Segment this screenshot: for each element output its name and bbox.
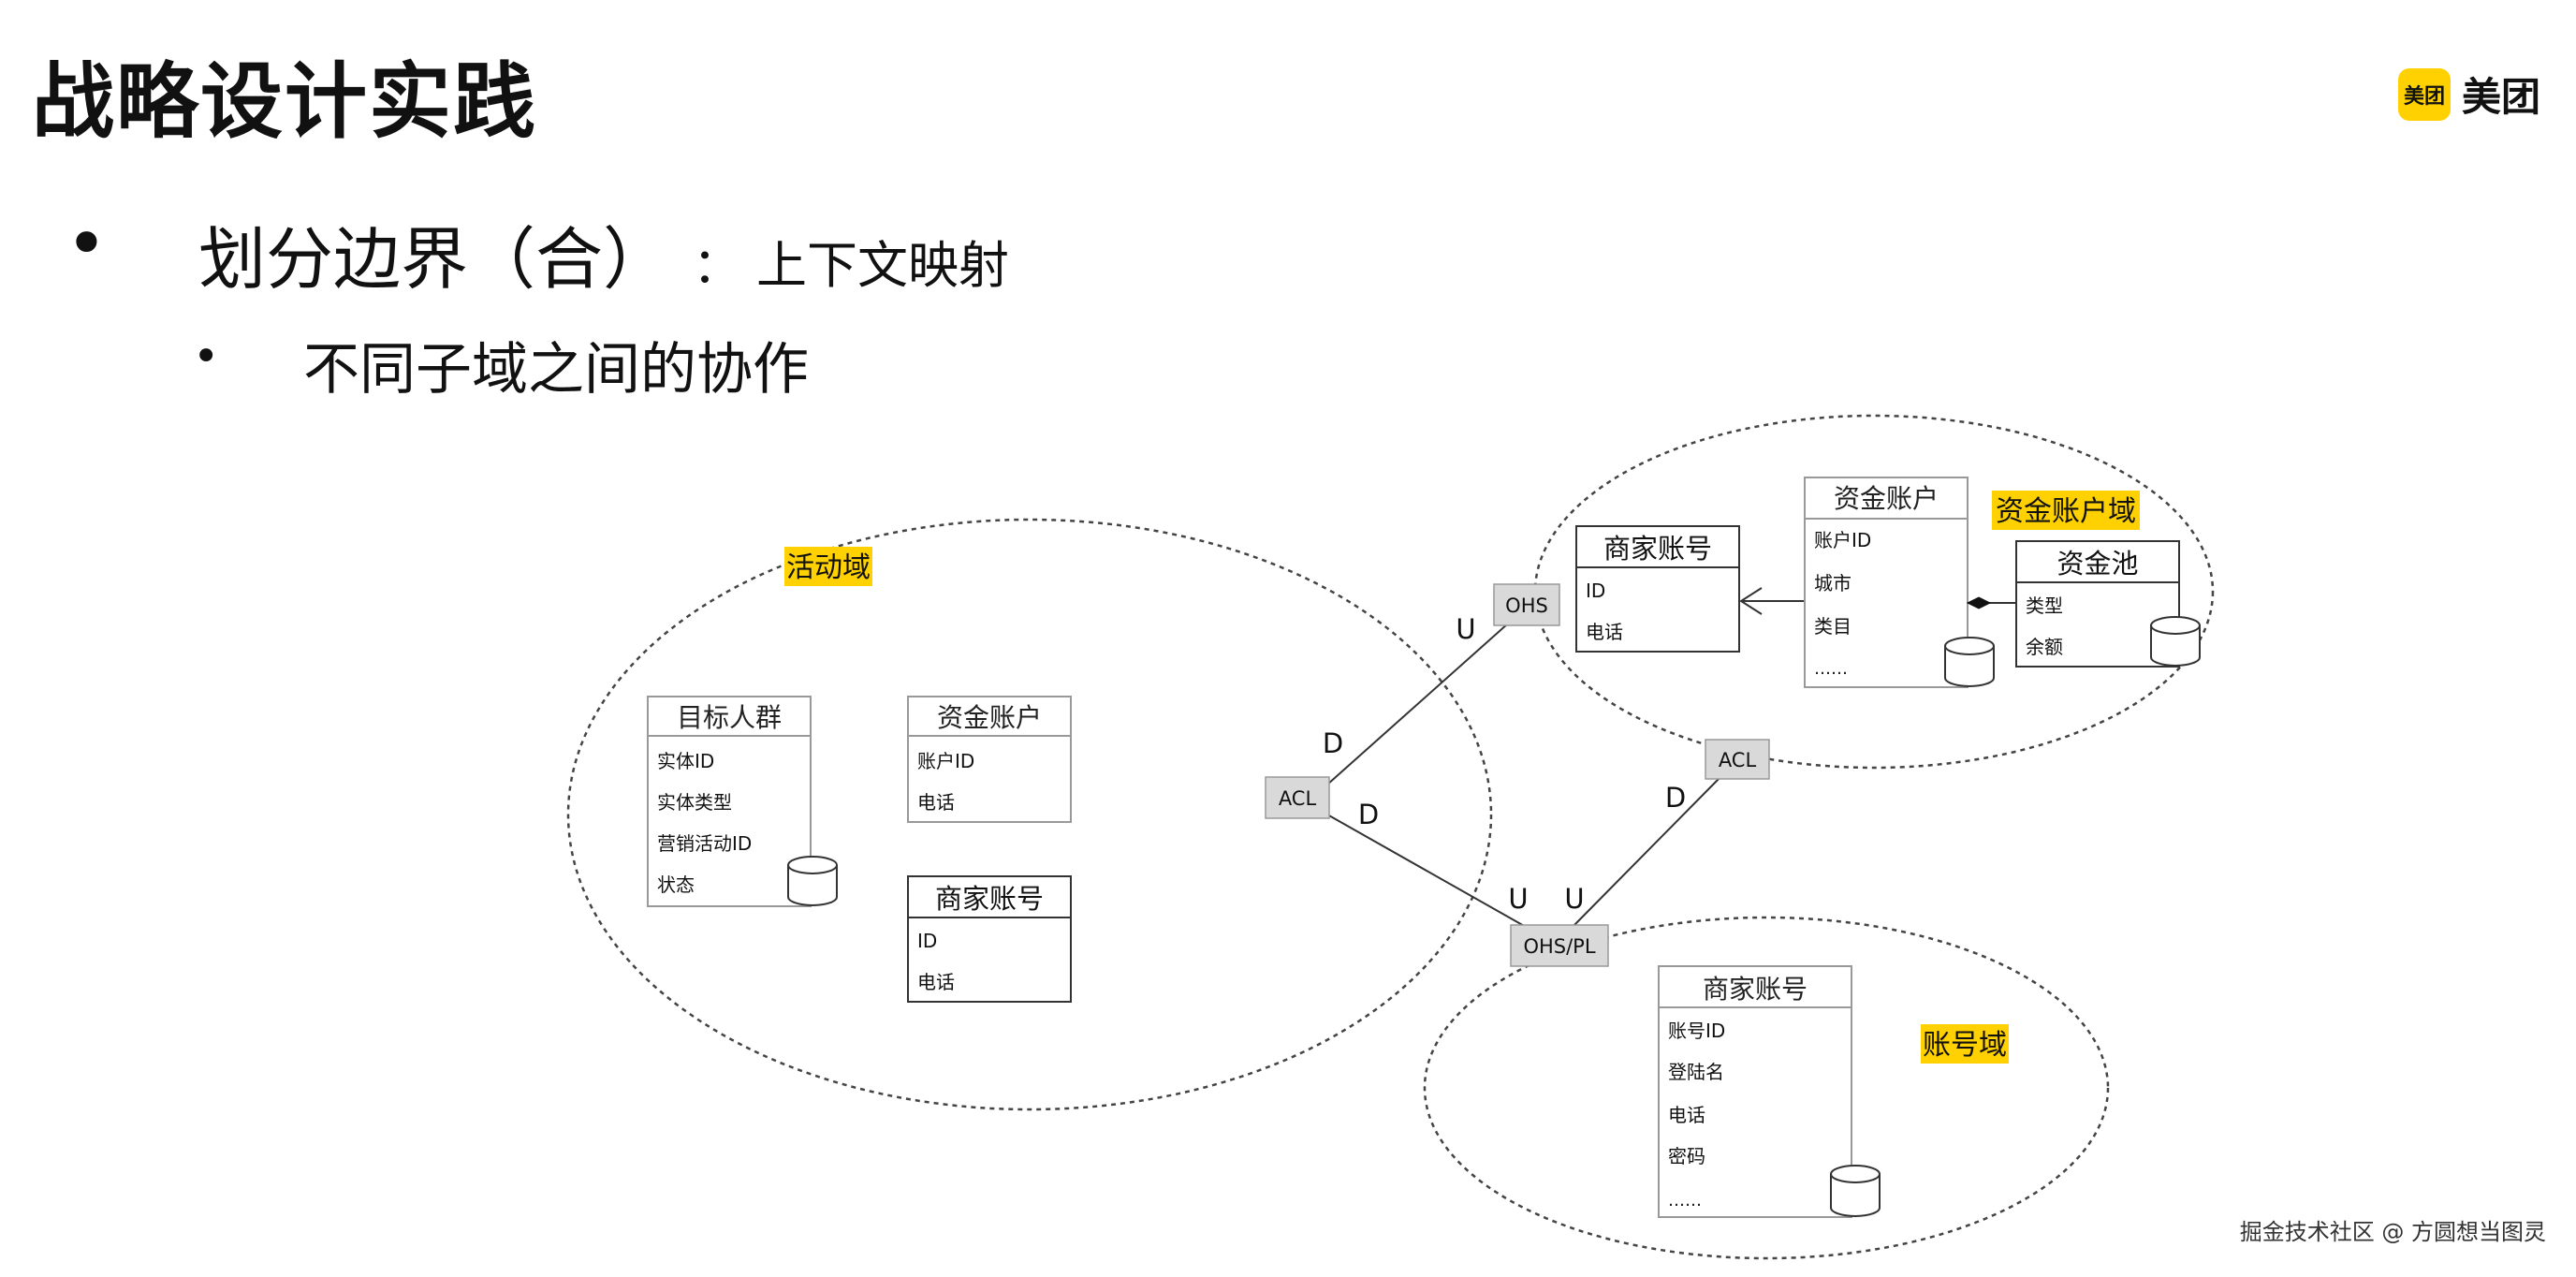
ohs-pl-box: OHS/PL <box>1510 924 1609 967</box>
ohspl-to-acl-right-line <box>1572 776 1721 928</box>
entity-title: 资金池 <box>2056 548 2138 580</box>
entity-title: 商家账号 <box>1603 533 1712 565</box>
entity-field: 类目 <box>1814 615 1852 638</box>
bullet-2: 不同子域之间的协作 <box>303 337 809 403</box>
act-fund-account-entity: 资金账户 账户ID 电话 <box>907 696 1072 823</box>
brand-logo: 美团 美团 <box>2398 66 2540 123</box>
activity-domain-label: 活动域 <box>786 551 871 584</box>
entity-field: …… <box>1814 659 1848 679</box>
acl-right-box: ACL <box>1705 739 1770 780</box>
ohs-pl-label: OHS/PL <box>1523 935 1595 958</box>
entity-field: ID <box>1586 580 1605 602</box>
bullet-1-separator: ： <box>693 239 742 295</box>
account-domain-highlight <box>1921 1024 2009 1064</box>
fund-account-domain-label: 资金账户域 <box>1996 495 2136 528</box>
entity-title: 资金账户 <box>1834 483 1939 514</box>
database-icon <box>1830 1165 1881 1217</box>
entity-title: 商家账号 <box>1703 974 1808 1005</box>
entity-field: 类型 <box>2026 594 2063 617</box>
acl-to-ohspl-line <box>1326 814 1527 928</box>
bullet-1: 划分边界（合） ： 上下文映射 <box>198 204 1009 302</box>
upstream-label: U <box>1508 883 1528 915</box>
fa-merchant-account-entity: 商家账号 ID 电话 <box>1575 525 1740 653</box>
acl-left-box: ACL <box>1265 776 1330 819</box>
entity-field: 密码 <box>1668 1145 1705 1167</box>
account-domain-label: 账号域 <box>1923 1029 2007 1062</box>
entity-field: 电话 <box>1586 621 1623 643</box>
association-arrow <box>1739 587 1805 615</box>
entity-title: 目标人群 <box>677 702 782 733</box>
act-merchant-account-entity: 商家账号 ID 电话 <box>907 875 1072 1003</box>
entity-field: 实体ID <box>657 750 714 772</box>
entity-field: ID <box>917 930 937 952</box>
acc-merchant-account-entity: 商家账号 账号ID 登陆名 电话 密码 …… <box>1658 965 1881 1218</box>
entity-field: 电话 <box>917 971 955 993</box>
entity-field: 账号ID <box>1668 1020 1725 1042</box>
entity-field: 状态 <box>657 873 695 896</box>
bullet-1-sub: 上下文映射 <box>756 236 1010 295</box>
watermark: 掘金技术社区 @ 方圆想当图灵 <box>2239 1219 2546 1245</box>
activity-domain-highlight <box>784 547 872 586</box>
acl-to-ohs-line <box>1326 615 1517 785</box>
entity-field: 账户ID <box>1814 529 1871 551</box>
downstream-label: D <box>1665 782 1686 814</box>
database-icon <box>2150 616 2201 667</box>
database-icon <box>1944 637 1995 687</box>
fund-pool-entity: 资金池 类型 余额 <box>2015 540 2201 668</box>
activity-domain-boundary <box>566 518 1493 1111</box>
brand-name: 美团 <box>2462 74 2541 120</box>
acl-left-label: ACL <box>1279 787 1317 810</box>
entity-field: …… <box>1668 1191 1702 1211</box>
ohs-box: OHS <box>1493 583 1560 626</box>
account-domain-boundary <box>1423 916 2110 1260</box>
upstream-label: U <box>1564 883 1584 915</box>
entity-field: 账户ID <box>917 750 974 772</box>
entity-field: 城市 <box>1814 572 1852 594</box>
database-icon <box>787 856 838 906</box>
bullet-dot-icon: • <box>193 330 220 383</box>
bullet-1-main: 划分边界（合） <box>198 220 671 299</box>
entity-title: 资金账户 <box>937 702 1042 733</box>
entity-field: 余额 <box>2026 636 2063 658</box>
entity-title: 商家账号 <box>935 883 1044 915</box>
bullet-dot-icon: • <box>66 201 108 285</box>
target-group-entity: 目标人群 实体ID 实体类型 营销活动ID 状态 <box>647 696 838 907</box>
upstream-label: U <box>1456 613 1475 645</box>
fa-fund-account-entity: 资金账户 账户ID 城市 类目 …… <box>1804 477 1995 688</box>
composition-connector <box>1966 596 2016 609</box>
meituan-logo-icon: 美团 <box>2398 67 2451 121</box>
entity-field: 电话 <box>1668 1104 1705 1126</box>
fund-account-domain-boundary <box>1533 414 2215 770</box>
downstream-label: D <box>1323 727 1343 759</box>
acl-right-label: ACL <box>1719 749 1757 771</box>
page-title: 战略设计实践 <box>32 53 538 150</box>
fund-account-domain-highlight <box>1992 491 2140 530</box>
entity-field: 电话 <box>917 791 955 814</box>
ohs-label: OHS <box>1505 594 1548 617</box>
downstream-label: D <box>1358 799 1379 830</box>
entity-field: 营销活动ID <box>657 832 752 855</box>
entity-field: 实体类型 <box>657 791 732 814</box>
entity-field: 登陆名 <box>1668 1061 1724 1083</box>
